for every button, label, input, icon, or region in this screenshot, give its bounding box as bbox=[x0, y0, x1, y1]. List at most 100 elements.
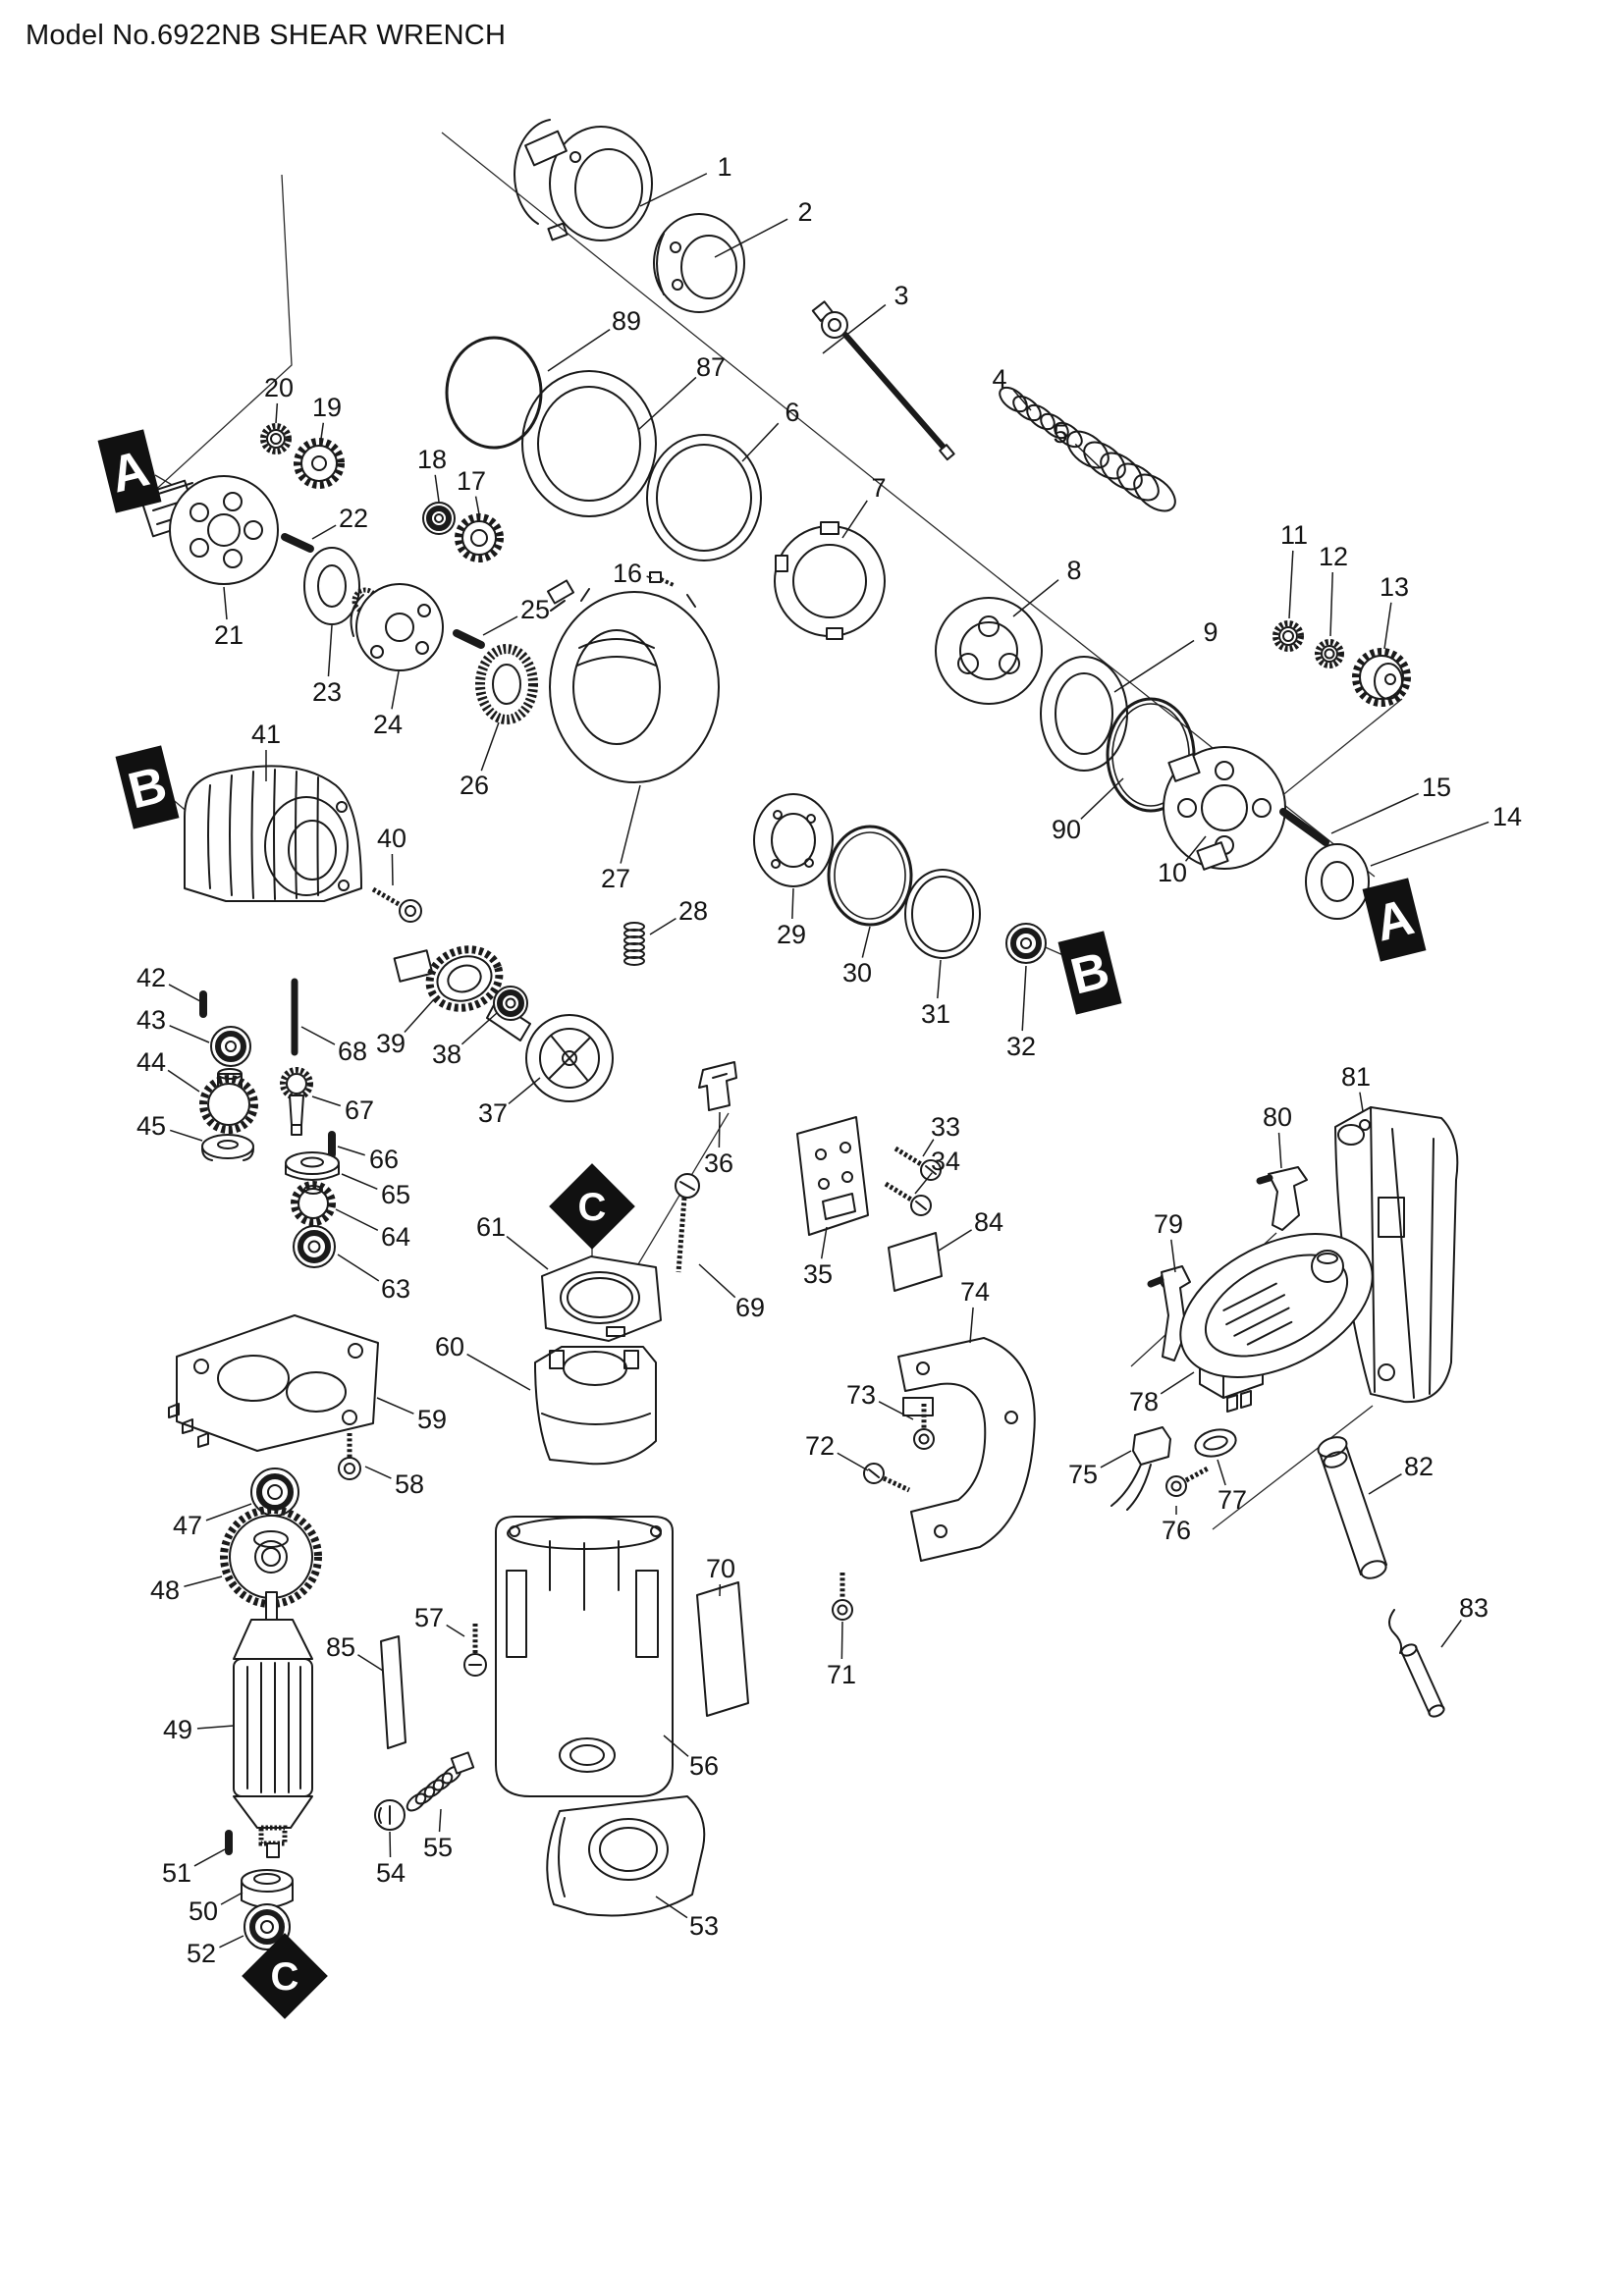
part-2 bbox=[653, 213, 745, 313]
part-55-leader bbox=[438, 1808, 442, 1833]
section-marker-a-0: A bbox=[97, 429, 162, 513]
part-89-leader bbox=[547, 328, 611, 372]
part-5-spring bbox=[1066, 430, 1176, 512]
part-label-28: 28 bbox=[678, 896, 708, 926]
part-35-leader bbox=[820, 1226, 828, 1259]
part-75-leader bbox=[1100, 1450, 1132, 1468]
part-label-30: 30 bbox=[842, 958, 872, 988]
part-label-2: 2 bbox=[797, 197, 812, 227]
part-31-leader bbox=[937, 959, 942, 999]
marker-box-shape bbox=[97, 429, 162, 513]
part-label-76: 76 bbox=[1162, 1516, 1191, 1545]
part-label-72: 72 bbox=[805, 1431, 835, 1461]
part-61 bbox=[541, 1255, 662, 1342]
part-49-armature bbox=[233, 1591, 313, 1858]
page-title: Model No.6922NB SHEAR WRENCH bbox=[26, 20, 507, 51]
part-29-leader bbox=[791, 887, 794, 920]
part-61-leader bbox=[506, 1235, 549, 1270]
part-label-14: 14 bbox=[1492, 802, 1522, 831]
part-20 bbox=[260, 423, 292, 454]
part-3 bbox=[811, 300, 955, 461]
part-81-housing bbox=[1334, 1106, 1459, 1404]
part-39-leader bbox=[404, 998, 435, 1034]
part-label-19: 19 bbox=[312, 393, 342, 422]
part-label-55: 55 bbox=[423, 1833, 453, 1862]
part-73-leader bbox=[878, 1401, 914, 1420]
part-5-leader bbox=[1074, 443, 1101, 468]
part-19-leader bbox=[320, 422, 325, 440]
part-label-67: 67 bbox=[345, 1095, 374, 1125]
part-85 bbox=[380, 1635, 406, 1749]
part-77-leader bbox=[1217, 1459, 1226, 1486]
part-49-leader bbox=[196, 1725, 235, 1730]
part-label-8: 8 bbox=[1066, 556, 1081, 585]
part-68-leader bbox=[300, 1026, 336, 1045]
part-12 bbox=[1315, 639, 1344, 668]
part-75-terminal bbox=[1110, 1426, 1171, 1511]
part-52-leader bbox=[219, 1935, 244, 1949]
part-label-47: 47 bbox=[173, 1511, 202, 1540]
part-74-handle bbox=[897, 1337, 1036, 1562]
part-label-83: 83 bbox=[1459, 1593, 1489, 1623]
part-37-leader bbox=[508, 1077, 541, 1104]
part-83-cord bbox=[1388, 1609, 1445, 1718]
part-43 bbox=[210, 1026, 251, 1067]
part-label-54: 54 bbox=[376, 1858, 406, 1888]
part-3-leader bbox=[822, 303, 887, 354]
part-71-leader bbox=[840, 1621, 843, 1660]
part-label-65: 65 bbox=[381, 1180, 410, 1209]
part-label-69: 69 bbox=[735, 1293, 765, 1322]
part-label-84: 84 bbox=[974, 1207, 1003, 1237]
part-label-90: 90 bbox=[1052, 815, 1081, 844]
part-label-75: 75 bbox=[1068, 1460, 1098, 1489]
part-label-4: 4 bbox=[992, 364, 1006, 394]
part-55-spring bbox=[406, 1751, 475, 1812]
part-77-clamp bbox=[1194, 1428, 1237, 1458]
part-10-leader bbox=[1184, 835, 1207, 862]
part-44-leader bbox=[167, 1069, 200, 1093]
part-67-leader bbox=[311, 1095, 342, 1107]
section-marker-c-4: C bbox=[549, 1163, 635, 1250]
marker-box-shape bbox=[1362, 878, 1427, 962]
part-69-screw bbox=[675, 1173, 700, 1273]
part-73-screw bbox=[913, 1404, 935, 1450]
part-42-leader bbox=[168, 984, 201, 1002]
part-label-36: 36 bbox=[704, 1148, 733, 1178]
part-63-leader bbox=[337, 1254, 380, 1282]
part-label-40: 40 bbox=[377, 824, 406, 853]
part-28-leader bbox=[649, 918, 677, 935]
part-60-stator bbox=[534, 1346, 657, 1466]
part-label-82: 82 bbox=[1404, 1452, 1434, 1481]
part-32 bbox=[1005, 923, 1047, 964]
part-label-33: 33 bbox=[931, 1112, 960, 1142]
part-label-45: 45 bbox=[136, 1111, 166, 1141]
part-label-68: 68 bbox=[338, 1037, 367, 1066]
part-84-leader bbox=[938, 1229, 973, 1252]
part-71-screw bbox=[832, 1573, 853, 1621]
part-label-13: 13 bbox=[1380, 572, 1409, 602]
part-64 bbox=[291, 1181, 336, 1226]
part-45 bbox=[201, 1134, 254, 1161]
part-14 bbox=[1305, 843, 1370, 920]
part-14-leader bbox=[1370, 821, 1489, 867]
part-57-screw bbox=[463, 1624, 487, 1677]
part-24-leader bbox=[391, 670, 400, 710]
part-9-leader bbox=[1113, 639, 1195, 693]
part-label-22: 22 bbox=[339, 504, 368, 533]
part-54-leader bbox=[389, 1831, 392, 1858]
part-label-9: 9 bbox=[1203, 617, 1218, 647]
part-label-39: 39 bbox=[376, 1029, 406, 1058]
part-25-leader bbox=[482, 615, 518, 636]
part-36-leader bbox=[718, 1111, 721, 1148]
part-17-leader bbox=[474, 496, 480, 515]
part-label-29: 29 bbox=[777, 920, 806, 949]
part-label-1: 1 bbox=[717, 152, 731, 182]
part-label-60: 60 bbox=[435, 1332, 464, 1362]
part-64-leader bbox=[335, 1208, 379, 1231]
handle-base-plate bbox=[1179, 1233, 1374, 1378]
part-label-32: 32 bbox=[1006, 1032, 1036, 1061]
part-label-7: 7 bbox=[871, 473, 886, 503]
part-label-42: 42 bbox=[136, 963, 166, 992]
part-label-74: 74 bbox=[960, 1277, 990, 1307]
